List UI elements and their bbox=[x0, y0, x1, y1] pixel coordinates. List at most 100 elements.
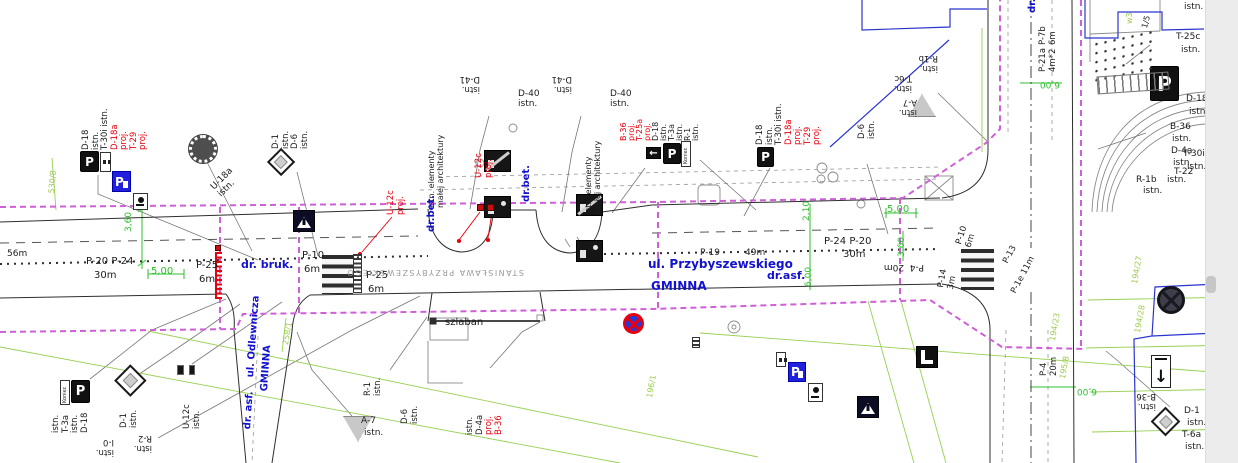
road-marking-label: P-24 P-20 bbox=[824, 236, 872, 247]
sign-label: istn. bbox=[364, 428, 384, 438]
sign-t30i-icon bbox=[100, 152, 111, 172]
dimension-label: 6,00 bbox=[804, 266, 814, 287]
sign-label-group: istn.D-41 bbox=[551, 74, 572, 95]
road-marking-label: 49m bbox=[745, 248, 766, 258]
sign-d18a-icon: P bbox=[788, 362, 806, 382]
road-marking-label: P-20 P-24 bbox=[86, 256, 134, 267]
koniec-plate-text: Koniec bbox=[683, 147, 689, 164]
sign-d41-icon bbox=[576, 194, 603, 216]
sign-d18-icon: P bbox=[663, 143, 681, 164]
dimension-label: 3,60 bbox=[897, 236, 907, 257]
sign-r1-icon bbox=[692, 337, 700, 348]
sign-d18-icon: P bbox=[80, 151, 99, 172]
sign-t29-icon bbox=[808, 383, 823, 402]
street-admin-label: GMINNA bbox=[651, 279, 707, 293]
dimension-label: 3,60 bbox=[124, 211, 134, 232]
stop-line-marking bbox=[353, 254, 362, 293]
sign-d1-icon bbox=[1150, 406, 1181, 437]
sign-t3a-icon bbox=[60, 380, 70, 405]
sign-d18a-icon: P bbox=[112, 171, 131, 192]
sign-label-group: istn.R-2 bbox=[133, 433, 152, 454]
sign-label: B-36 bbox=[1170, 122, 1191, 132]
road-marking-label: 6m bbox=[199, 274, 216, 285]
sign-t3a-icon bbox=[681, 141, 691, 167]
sign-label: istn. bbox=[1181, 45, 1201, 55]
sign-label: istn. bbox=[1189, 107, 1209, 117]
marking-length-label: 56m bbox=[7, 249, 28, 259]
sign-label: T-22 bbox=[1174, 167, 1194, 177]
parcel-number: w3 bbox=[1125, 12, 1134, 24]
sign-label-group: istn.I-0 bbox=[95, 437, 114, 458]
sign-d41-icon bbox=[484, 150, 511, 172]
sign-label: istn. bbox=[1184, 2, 1204, 12]
crosswalk-marking bbox=[322, 255, 353, 294]
sign-label: T-30i bbox=[1183, 149, 1205, 159]
scrollbar-gutter[interactable] bbox=[1205, 0, 1238, 463]
street-name: ul. Przybyszewskiego bbox=[648, 257, 793, 271]
dimension-label: 6,00 bbox=[1076, 386, 1097, 396]
surface-label: dr.asf. bbox=[767, 269, 806, 282]
sign-t25a-icon: ← bbox=[646, 147, 661, 159]
sign-label-group: istn.R-1b bbox=[918, 53, 938, 74]
street-name-ghost: STANISŁAWA PRZYBYSZEWSKIEGO bbox=[345, 268, 524, 277]
road-marking-label: P-10 bbox=[302, 250, 325, 261]
sign-b36-icon bbox=[1157, 286, 1185, 314]
sign-label-group: istn.B-36 bbox=[1136, 391, 1156, 412]
sign-d1-icon bbox=[266, 147, 296, 177]
sign-label-group: istn.A-7 bbox=[898, 97, 917, 118]
dimension-label: 5,00 bbox=[151, 266, 174, 277]
sign-label: T-25c bbox=[1176, 32, 1201, 42]
sign-label: istn. bbox=[1167, 175, 1187, 185]
sign-d1-icon bbox=[114, 364, 147, 397]
road-marking-label: 30m bbox=[94, 270, 117, 281]
road-marking-label: P-25 bbox=[196, 260, 219, 271]
sign-label-group: istn.D-41 bbox=[459, 74, 480, 95]
road-marking-label: 6m bbox=[368, 284, 385, 295]
surface-label: dr.bet. bbox=[426, 195, 437, 232]
sign-u12c-icon bbox=[177, 365, 195, 375]
sign-label: R-1b bbox=[1136, 175, 1157, 185]
sign-label: istn. bbox=[1187, 418, 1207, 428]
scrollbar-thumb[interactable] bbox=[1206, 276, 1216, 293]
sign-d18-icon: P bbox=[71, 380, 90, 403]
sign-label: istn. bbox=[1185, 442, 1205, 452]
crosswalk-marking bbox=[961, 249, 994, 290]
sign-t29-icon bbox=[133, 193, 148, 210]
surface-label: dr. bruk. bbox=[241, 258, 294, 271]
road-marking-label: 6m bbox=[304, 264, 321, 275]
koniec-plate-text: Koniec bbox=[62, 386, 68, 403]
sign-t6c-icon bbox=[916, 346, 938, 368]
road-marking-label: P-4 20m bbox=[883, 262, 924, 272]
dimension-label: 5,00 bbox=[887, 204, 910, 215]
u12c-barrier-marking bbox=[215, 252, 222, 299]
sign-label: D-1 bbox=[1184, 406, 1200, 416]
sign-label: D-18 bbox=[1186, 94, 1208, 104]
sign-t30i-icon bbox=[776, 352, 786, 367]
sign-u18a-icon bbox=[189, 135, 217, 163]
sign-label: istn. bbox=[1187, 162, 1207, 172]
sign-b36-icon bbox=[623, 313, 644, 334]
road-marking-label: P-19 bbox=[700, 248, 720, 258]
sign-d18-icon: P bbox=[757, 147, 774, 167]
road-marking-label: P-25 bbox=[366, 270, 389, 281]
sign-label-group: istn.T-6c bbox=[893, 73, 912, 94]
dimension-label: 2,10 bbox=[802, 200, 812, 221]
